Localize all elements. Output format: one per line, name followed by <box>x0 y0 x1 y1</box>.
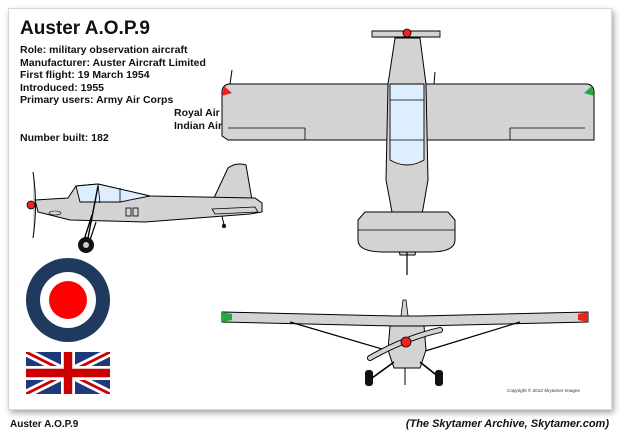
introduced-line: Introduced: 1955 <box>20 81 105 94</box>
copyright-note: Copyright © 2013 Skytamer Images <box>507 388 580 393</box>
page-title: Auster A.O.P.9 <box>20 18 150 39</box>
number-built-line: Number built: 182 <box>20 132 109 145</box>
manufacturer-line: Manufacturer: Auster Aircraft Limited <box>20 56 206 69</box>
primary-users-line: Primary users: Army Air Corps <box>20 94 174 107</box>
union-flag-icon <box>26 352 110 394</box>
source-credit: (The Skytamer Archive, Skytamer.com) <box>405 418 609 430</box>
image-caption: Auster A.O.P.9 <box>10 419 79 430</box>
role-line: Role: military observation aircraft <box>20 44 188 56</box>
first-flight-line: First flight: 19 March 1954 <box>20 69 150 82</box>
